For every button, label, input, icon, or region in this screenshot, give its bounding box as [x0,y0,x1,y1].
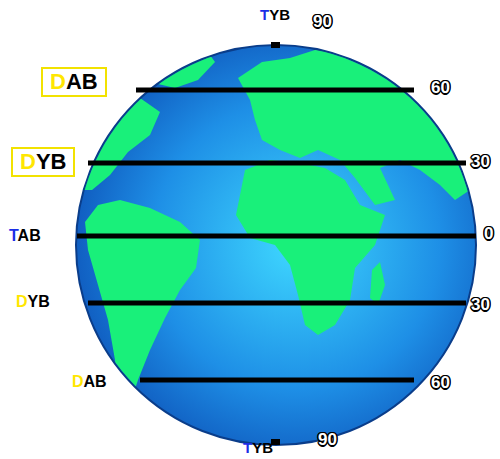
latitude-number: 30 [471,153,490,172]
zone-label: DYB [20,150,66,174]
latitude-number: 30 [471,296,490,315]
zone-label: DAB [72,373,107,391]
latitude-lines [77,90,476,380]
latitude-number: 90 [313,13,332,32]
latitude-number: 0 [484,225,493,244]
zone-label: DAB [50,70,98,94]
zone-label: TAB [9,227,41,245]
pole-mark [271,42,280,48]
continents [70,48,480,410]
latitude-number: 60 [431,79,450,98]
latitude-number: 90 [318,431,337,450]
latitude-number: 60 [431,374,450,393]
zone-label-box: DAB [41,67,107,97]
zone-label: DYB [16,293,50,311]
pole-label: TYB [260,7,290,24]
zone-label-box: DYB [11,147,75,177]
pole-label: TYB [243,440,273,457]
